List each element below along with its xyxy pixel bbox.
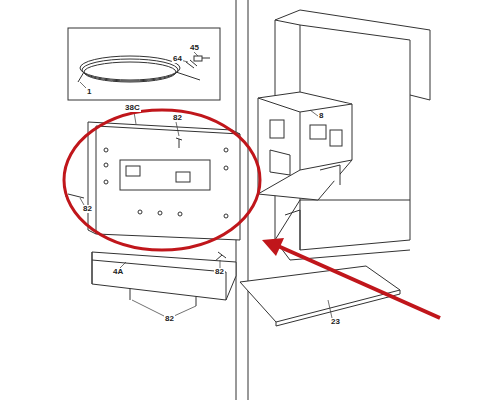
callout-number: 82 [172, 114, 183, 122]
callout-number: 64 [172, 55, 183, 63]
callout-number: 82 [82, 205, 93, 213]
callout-number: 38C [124, 104, 141, 112]
highlight-ring [64, 110, 260, 250]
callout-number: 23 [330, 318, 341, 326]
control-panel [88, 122, 240, 240]
fitting [186, 56, 210, 68]
water-tube [78, 56, 200, 82]
trim-piece [92, 252, 236, 300]
callout-number: 82 [164, 315, 175, 323]
pointer-arrow [278, 246, 440, 318]
pointer-arrowhead [262, 238, 284, 256]
drip-tray [240, 266, 400, 326]
actuator-module [258, 92, 352, 200]
callout-number: 4A [112, 268, 124, 276]
callout-number: 8 [318, 112, 324, 120]
callout-number: 1 [86, 88, 92, 96]
callout-number: 45 [189, 44, 200, 52]
callout-number: 82 [214, 268, 225, 276]
leader-line [80, 52, 332, 318]
inset-frame [68, 28, 220, 100]
